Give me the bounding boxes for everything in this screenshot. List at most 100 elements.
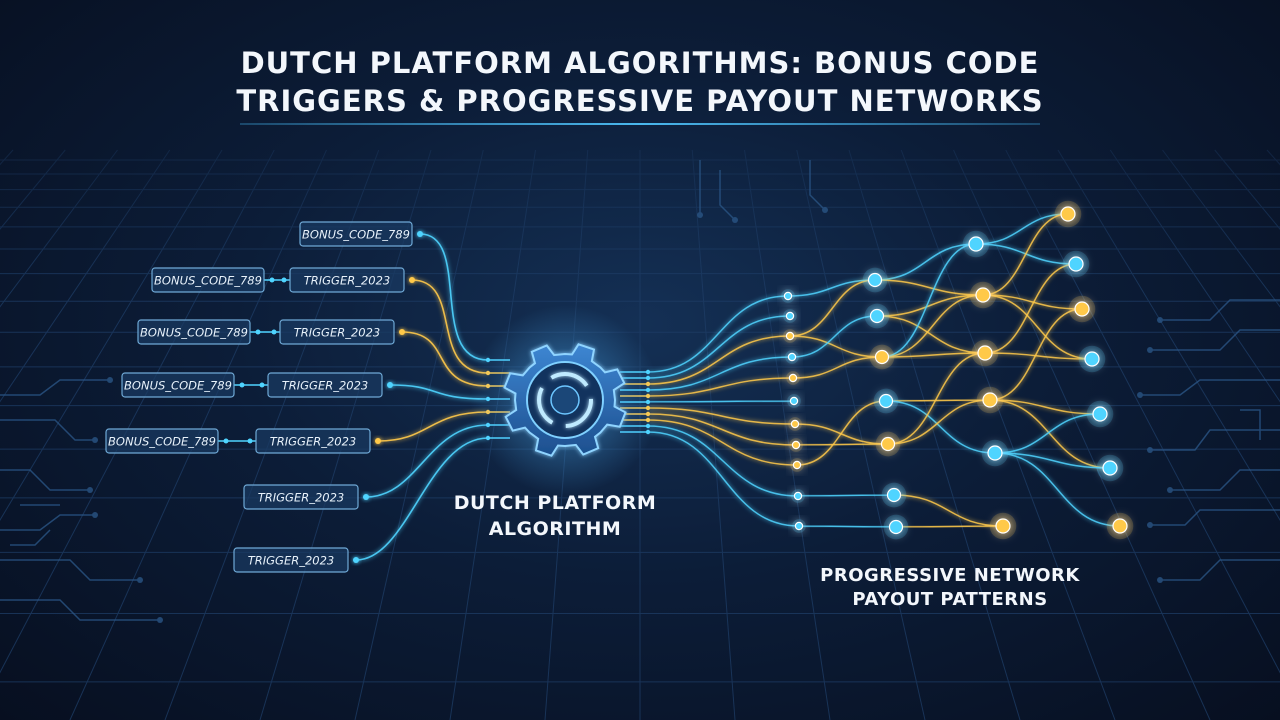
network-link [647, 377, 794, 397]
circuit-pad [1147, 347, 1153, 353]
circuit-trace [0, 559, 140, 581]
grid-line [0, 149, 118, 308]
input-link [401, 331, 489, 387]
payout-node [793, 491, 803, 501]
circuit-traces [0, 160, 1280, 623]
chip-label: TRIGGER_2023 [282, 379, 369, 393]
grid-line [744, 149, 831, 720]
circuit-pad [137, 577, 143, 583]
network-link [647, 356, 793, 391]
network-link [881, 243, 977, 358]
link-endpoint [417, 231, 423, 237]
connector-dot [271, 329, 277, 335]
circuit-trace [1160, 559, 1280, 581]
input-link [411, 279, 489, 374]
grid-line [691, 149, 736, 720]
circuit-trace [0, 469, 90, 491]
chip-frame [267, 372, 383, 398]
circuit-pad [1137, 392, 1143, 398]
title-line-1: DUTCH PLATFORM ALGORITHMS: BONUS CODE [240, 46, 1040, 80]
payout-node [1060, 206, 1076, 222]
payout-node [791, 440, 801, 450]
payout-node [790, 419, 800, 429]
network-link [994, 452, 1111, 469]
link-endpoint [363, 494, 369, 500]
payout-node [1102, 460, 1118, 476]
payout-node [995, 518, 1011, 534]
network-link [647, 413, 797, 446]
payout-node [788, 373, 798, 383]
network-link [796, 400, 887, 466]
circuit-trace [0, 514, 95, 531]
payout-node [975, 287, 991, 303]
payout-node [874, 349, 890, 365]
connector-dot [247, 438, 253, 444]
payout-node [785, 311, 795, 321]
circuit-pad [87, 487, 93, 493]
network-link [798, 525, 897, 528]
circuit-pad [732, 217, 738, 223]
input-link [419, 233, 489, 361]
bonus-code-chip: BONUS_CODE_789 [137, 319, 251, 345]
network-link [994, 413, 1101, 454]
network-caption-line-1: PROGRESSIVE NETWORK [820, 565, 1080, 586]
chip-frame [243, 484, 359, 510]
circuit-pad [1167, 487, 1173, 493]
grid-line [0, 149, 14, 166]
chip-frame [151, 267, 265, 293]
network-link [792, 356, 883, 379]
payout-node [1068, 256, 1084, 272]
network-link [789, 335, 883, 358]
trigger-chip: TRIGGER_2023 [255, 428, 371, 454]
chip-frame [121, 372, 235, 398]
circuit-trace [809, 160, 826, 211]
circuit-pad [92, 437, 98, 443]
trigger-chip: TRIGGER_2023 [289, 267, 405, 293]
circuit-pad [1157, 317, 1163, 323]
circuit-trace [0, 419, 95, 441]
chip-frame [105, 428, 219, 454]
connector-dot [239, 382, 245, 388]
network-caption: PROGRESSIVE NETWORK PAYOUT PATTERNS [790, 564, 1110, 612]
grid-line [900, 149, 1116, 720]
grid-line [796, 149, 926, 720]
payout-node [783, 291, 793, 301]
chip-label: BONUS_CODE_789 [140, 326, 248, 340]
chip-frame [137, 319, 251, 345]
network-link [791, 315, 878, 358]
network-link [885, 400, 996, 454]
trigger-chip: TRIGGER_2023 [267, 372, 383, 398]
trigger-chip: TRIGGER_2023 [279, 319, 395, 345]
payout-node [880, 436, 896, 452]
grid-line [0, 149, 66, 230]
circuit-trace [1240, 409, 1261, 440]
chip-frame [255, 428, 371, 454]
network-link [874, 243, 977, 281]
gear-icon [470, 305, 660, 495]
network-link [982, 294, 1093, 360]
network-link [887, 399, 991, 445]
network-link [647, 400, 795, 403]
network-link [787, 279, 876, 297]
circuit-trace [719, 170, 736, 221]
input-link [355, 437, 489, 561]
connector-dot [269, 277, 275, 283]
circuit-pad [697, 212, 703, 218]
network-link [887, 352, 986, 445]
algorithm-caption-line-2: ALGORITHM [488, 518, 622, 540]
circuit-pad [822, 207, 828, 213]
grid-line [1266, 149, 1280, 166]
circuit-pad [1157, 577, 1163, 583]
input-link [365, 424, 489, 498]
grid-line [953, 149, 1211, 720]
payout-node [1112, 518, 1128, 534]
circuit-trace [1150, 509, 1280, 526]
chip-label: BONUS_CODE_789 [154, 274, 262, 288]
circuit-pad [107, 377, 113, 383]
payout-node [886, 487, 902, 503]
chip-frame [299, 221, 413, 247]
bonus-code-chip: BONUS_CODE_789 [121, 372, 235, 398]
network-link [994, 452, 1121, 527]
